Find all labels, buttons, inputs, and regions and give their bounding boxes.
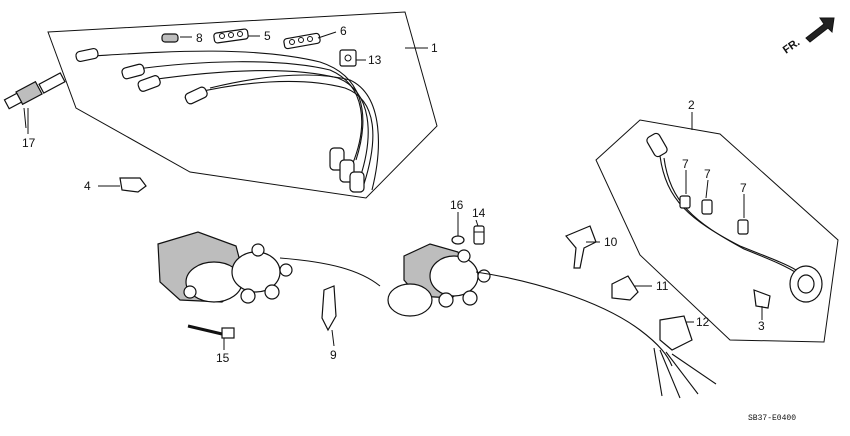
- callout-3: 3: [758, 319, 765, 333]
- wire-clamp-6: [283, 32, 321, 50]
- screw-14: [473, 225, 485, 245]
- wire-clip-7-a: [679, 195, 691, 209]
- callout-7-b: 7: [704, 167, 711, 181]
- callout-10: 10: [604, 235, 618, 249]
- wire-clip-7-c: [737, 219, 749, 235]
- callout-9: 9: [330, 348, 337, 362]
- washer-16: [451, 235, 465, 245]
- callout-17: 17: [22, 136, 36, 150]
- holder-13: [339, 49, 357, 67]
- callout-14: 14: [472, 206, 486, 220]
- distributor-assembly-right: [387, 243, 717, 399]
- clip-3: [753, 289, 771, 309]
- callout-13: 13: [368, 53, 382, 67]
- callout-4: 4: [84, 179, 91, 193]
- callout-16: 16: [450, 198, 464, 212]
- bolt-15: [187, 324, 235, 339]
- coil-wire-group-outline: [595, 119, 839, 343]
- callout-1: 1: [431, 41, 438, 55]
- callout-5: 5: [264, 29, 271, 43]
- wire-clip-7-b: [701, 199, 713, 215]
- front-direction-arrow: [805, 17, 835, 43]
- bracket-11: [611, 275, 639, 301]
- clip-9: [321, 285, 337, 332]
- ignition-wire-set: [75, 47, 379, 193]
- front-direction-label: FR.: [781, 36, 802, 56]
- callout-8: 8: [196, 31, 203, 45]
- spark-plug: [3, 72, 66, 129]
- callout-12: 12: [696, 315, 710, 329]
- callout-2: 2: [688, 98, 695, 112]
- distributor-assembly-left: [157, 231, 381, 304]
- bracket-12: [659, 315, 693, 351]
- leader-lines: [27, 31, 763, 350]
- clip-4: [119, 177, 147, 193]
- bracket-10: [565, 225, 597, 269]
- wire-clamp-5: [213, 28, 249, 44]
- diagram-code: SB37-E0400: [748, 414, 796, 423]
- callout-15: 15: [216, 351, 230, 365]
- callout-11: 11: [656, 279, 669, 293]
- coil-wire: [646, 132, 823, 303]
- callout-7-c: 7: [740, 181, 747, 195]
- wire-clamp-8: [161, 33, 179, 43]
- wire-set-group-outline: [47, 11, 438, 199]
- callout-7-a: 7: [682, 157, 689, 171]
- callout-6: 6: [340, 24, 347, 38]
